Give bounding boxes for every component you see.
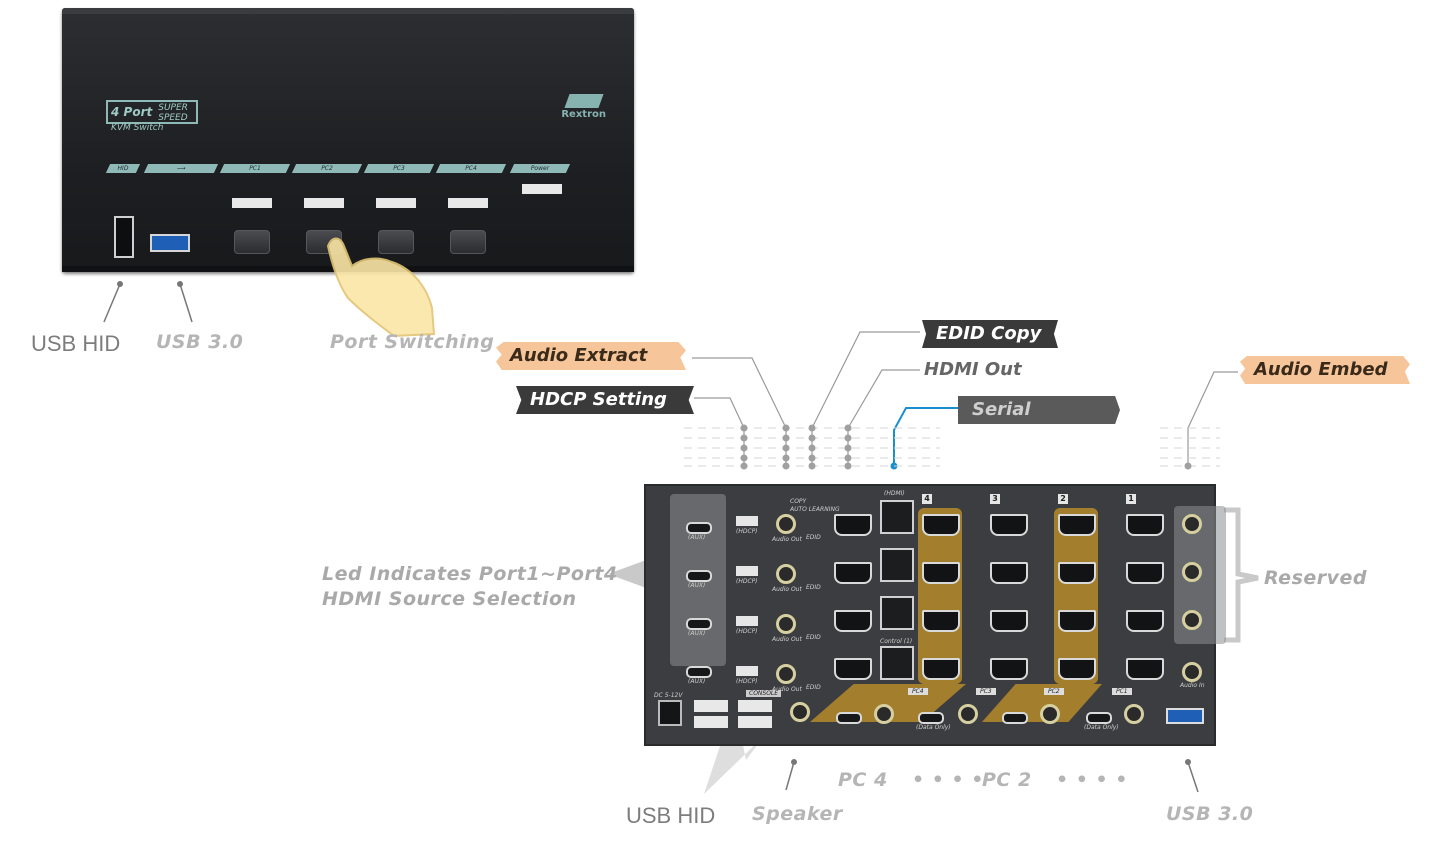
- label-usb-hid-front: USB HID: [31, 331, 121, 356]
- hand-pointer-icon: [326, 237, 436, 338]
- pc1-hdmi-2: [1126, 562, 1164, 584]
- front-usb3-port: [150, 234, 190, 252]
- pc1-hdmi-4: [1126, 658, 1164, 680]
- audio-out-jack-1: [776, 514, 796, 534]
- label-usb-hid-rear: USB HID: [626, 803, 716, 828]
- label-led-indicates: Led Indicates Port1~Port4: [322, 563, 618, 585]
- speaker-jack: [790, 702, 810, 722]
- hdcp-switch-2[interactable]: [736, 566, 758, 576]
- rear-usb-hid-4: [738, 716, 772, 728]
- label-usb30-rear: USB 3.0: [1166, 803, 1254, 825]
- hdmi-out-3: [834, 610, 872, 632]
- pc1-hdmi-3: [1126, 610, 1164, 632]
- rear-usb-hid-3: [738, 700, 772, 712]
- front-usb-hid-port: [114, 216, 134, 258]
- audio-in-jack-1: [1182, 514, 1202, 534]
- hdcp-switch-4[interactable]: [736, 666, 758, 676]
- hdcp-switch-1[interactable]: [736, 516, 758, 526]
- pc3-audio-jack: [958, 704, 978, 724]
- rear-usb-hid-1: [694, 700, 728, 712]
- label-hdmi-source: HDMI Source Selection: [322, 588, 577, 610]
- audio-out-jack-2: [776, 564, 796, 584]
- pc3-hdmi-4: [990, 658, 1028, 680]
- label-dots-1: • • • •: [912, 769, 984, 791]
- audio-out-jack-3: [776, 614, 796, 634]
- pc3-usb-c: [918, 712, 944, 724]
- pc4-hdmi-1: [922, 514, 960, 536]
- hdcp-switch-3[interactable]: [736, 616, 758, 626]
- label-usb30-front: USB 3.0: [156, 331, 244, 353]
- pc3-hdmi-1: [990, 514, 1028, 536]
- label-dots-2: • • • •: [1056, 769, 1128, 791]
- pc2-hdmi-1: [1058, 514, 1096, 536]
- tag-audio-extract: Audio Extract: [496, 342, 686, 370]
- label-pc2: PC 2: [982, 769, 1032, 791]
- pc3-hdmi-3: [990, 610, 1028, 632]
- serial-port-3: [880, 596, 914, 630]
- rear-usb3-port: [1166, 708, 1204, 724]
- aux-port-3: [686, 570, 712, 582]
- pc1-usb-c: [1086, 712, 1112, 724]
- tag-audio-embed: Audio Embed: [1240, 356, 1410, 384]
- tag-hdmi-out: HDMI Out: [924, 359, 1022, 380]
- hdmi-out-1: [834, 514, 872, 536]
- front-panel: 4 Port SUPER SPEED KVM Switch Rextron HI…: [62, 8, 634, 272]
- pc2-hdmi-4: [1058, 658, 1096, 680]
- pc4-hdmi-4: [922, 658, 960, 680]
- tag-edid-copy: EDID Copy: [922, 320, 1058, 348]
- audio-in-jack-3: [1182, 610, 1202, 630]
- power-led: [522, 184, 562, 194]
- pc2-highlight: [1054, 508, 1098, 684]
- pc1-hdmi-1: [1126, 514, 1164, 536]
- pc2-hdmi-3: [1058, 610, 1096, 632]
- rear-usb-hid-2: [694, 716, 728, 728]
- aux-port-2: [686, 618, 712, 630]
- aux-port-1: [686, 666, 712, 678]
- pc4-button[interactable]: [450, 230, 486, 254]
- label-pc4: PC 4: [838, 769, 888, 791]
- serial-port-2: [880, 548, 914, 582]
- pc4-hdmi-2: [922, 562, 960, 584]
- aux-port-4: [686, 522, 712, 534]
- label-port-switching: Port Switching: [330, 331, 495, 353]
- pc4-led: [448, 198, 488, 208]
- label-reserved: Reserved: [1264, 567, 1368, 589]
- label-speaker: Speaker: [752, 803, 843, 825]
- audio-in-jack-2: [1182, 562, 1202, 582]
- pc3-led: [376, 198, 416, 208]
- tag-hdcp-setting: HDCP Setting: [516, 386, 694, 414]
- pc4-highlight: [918, 508, 962, 684]
- pc1-audio-jack: [1124, 704, 1144, 724]
- serial-port-1: [880, 500, 914, 534]
- pc2-audio-jack: [1040, 704, 1060, 724]
- pc4-usb-c: [836, 712, 862, 724]
- hdmi-out-2: [834, 562, 872, 584]
- pc3-hdmi-2: [990, 562, 1028, 584]
- rear-panel: (AUX) (AUX) (AUX) (AUX) (HDCP) (HDCP) (H…: [644, 484, 1226, 746]
- pc1-led: [232, 198, 272, 208]
- pc2-led: [304, 198, 344, 208]
- pc4-audio-jack: [874, 704, 894, 724]
- tag-serial-control: Serial control: [958, 396, 1120, 424]
- pc1-button[interactable]: [234, 230, 270, 254]
- audio-in-jack-4: [1182, 662, 1202, 682]
- dc-power-jack: [658, 700, 682, 726]
- pc3-button[interactable]: [378, 230, 414, 254]
- brand-logo: Rextron: [561, 94, 606, 120]
- audio-out-jack-4: [776, 664, 796, 684]
- pc4-hdmi-3: [922, 610, 960, 632]
- pc2-usb-c: [1002, 712, 1028, 724]
- serial-port-control: [880, 646, 914, 680]
- model-badge: 4 Port SUPER SPEED KVM Switch: [106, 100, 198, 133]
- hdmi-out-4: [834, 658, 872, 680]
- pc2-hdmi-2: [1058, 562, 1096, 584]
